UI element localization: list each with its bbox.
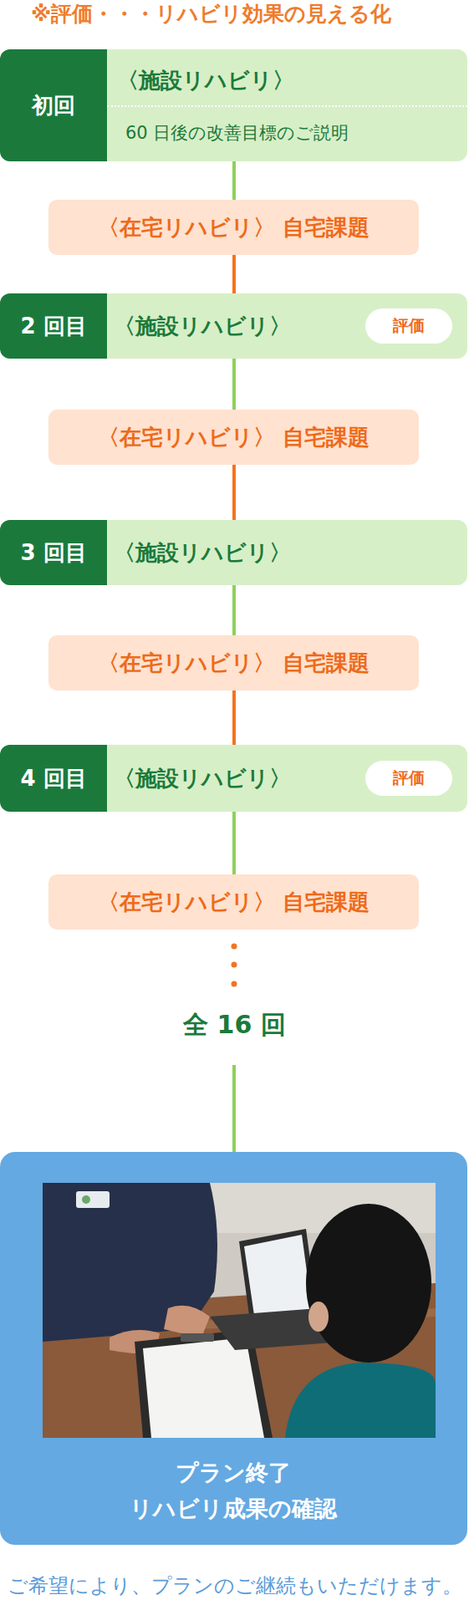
session-row: 4 回目〈施設リハビリ〉 評価 (0, 744, 468, 812)
connector (234, 161, 235, 200)
home-task-box: 〈在宅リハビリ〉 自宅課題 (48, 635, 419, 691)
evaluation-badge: 評価 (365, 760, 453, 796)
photo-client-head (305, 1203, 432, 1363)
connector-line (232, 254, 236, 294)
session-row: 2 回目〈施設リハビリ〉 評価 (0, 293, 468, 359)
connector-line (232, 161, 236, 200)
home-task-text: 〈在宅リハビリ〉 自宅課題 (97, 887, 370, 917)
connector (234, 464, 235, 520)
photo-name-badge (76, 1191, 110, 1209)
session-label-block: 4 回目 (0, 744, 108, 812)
connector-line (232, 585, 236, 636)
continuation-dot (231, 962, 238, 969)
total-sessions-label: 全 16 回 (0, 1008, 469, 1042)
session-number: 4 回目 (20, 764, 87, 794)
connector-line (232, 1065, 236, 1153)
connector-line (232, 690, 236, 745)
photo-therapist-hand (163, 1305, 210, 1338)
connector (234, 811, 235, 875)
goal-explanation: 60 日後の改善目標のご説明 (125, 120, 349, 146)
photo-client-shirt (285, 1362, 436, 1438)
session-row: 初回 〈施設リハビリ〉 60 日後の改善目標のご説明 (0, 49, 468, 162)
home-task-text: 〈在宅リハビリ〉 自宅課題 (97, 423, 370, 452)
home-task-box: 〈在宅リハビリ〉 自宅課題 (48, 874, 419, 930)
home-task-box: 〈在宅リハビリ〉 自宅課題 (48, 199, 419, 255)
photo-wall (42, 1182, 436, 1438)
connector (234, 254, 235, 294)
evaluation-text: 評価 (392, 767, 425, 790)
note-title: ※評価・・・リハビリ効果の見える化 (30, 1, 392, 27)
continuation-dot (231, 981, 238, 988)
session-number: 3 回目 (20, 538, 87, 568)
evaluation-badge: 評価 (365, 308, 453, 344)
session-number: 初回 (31, 91, 76, 121)
footnote-caption: ご希望により、プランのご継続もいただけます。 (0, 1574, 469, 1598)
consultation-photo (42, 1182, 436, 1438)
evaluation-text: 評価 (392, 315, 425, 337)
session-label-block: 3 回目 (0, 519, 108, 586)
session-label-block: 2 回目 (0, 293, 108, 359)
connector-line (232, 811, 236, 875)
facility-rehab-text: 〈施設リハビリ〉 (113, 763, 291, 794)
photo-paper (142, 1337, 265, 1438)
result-text: プラン終了 リハビリ成果の確認 (74, 1454, 393, 1527)
photo-badge-logo (81, 1195, 91, 1204)
dotted-divider (107, 105, 468, 108)
connector-line (232, 464, 236, 520)
photo-therapist-shirt (42, 1182, 218, 1342)
connector (234, 358, 235, 410)
continuation-dot (231, 943, 238, 950)
home-task-text: 〈在宅リハビリ〉 自宅課題 (97, 213, 370, 242)
session-label-block: 初回 (0, 49, 108, 162)
facility-rehab-text: 〈施設リハビリ〉 (113, 310, 291, 342)
facility-rehab-text: 〈施設リハビリ〉 (117, 65, 295, 96)
connector (234, 585, 235, 636)
home-task-text: 〈在宅リハビリ〉 自宅課題 (97, 648, 370, 678)
connector-line (232, 358, 236, 410)
photo-clip (180, 1333, 215, 1342)
photo-client-ear (308, 1301, 329, 1332)
facility-rehab-text: 〈施設リハビリ〉 (113, 537, 291, 568)
result-panel: プラン終了 リハビリ成果の確認 (0, 1152, 468, 1545)
session-row: 3 回目〈施設リハビリ〉 (0, 519, 468, 586)
connector (234, 690, 235, 745)
session-number: 2 回目 (20, 311, 87, 342)
home-task-box: 〈在宅リハビリ〉 自宅課題 (48, 409, 419, 465)
connector (231, 943, 238, 1153)
